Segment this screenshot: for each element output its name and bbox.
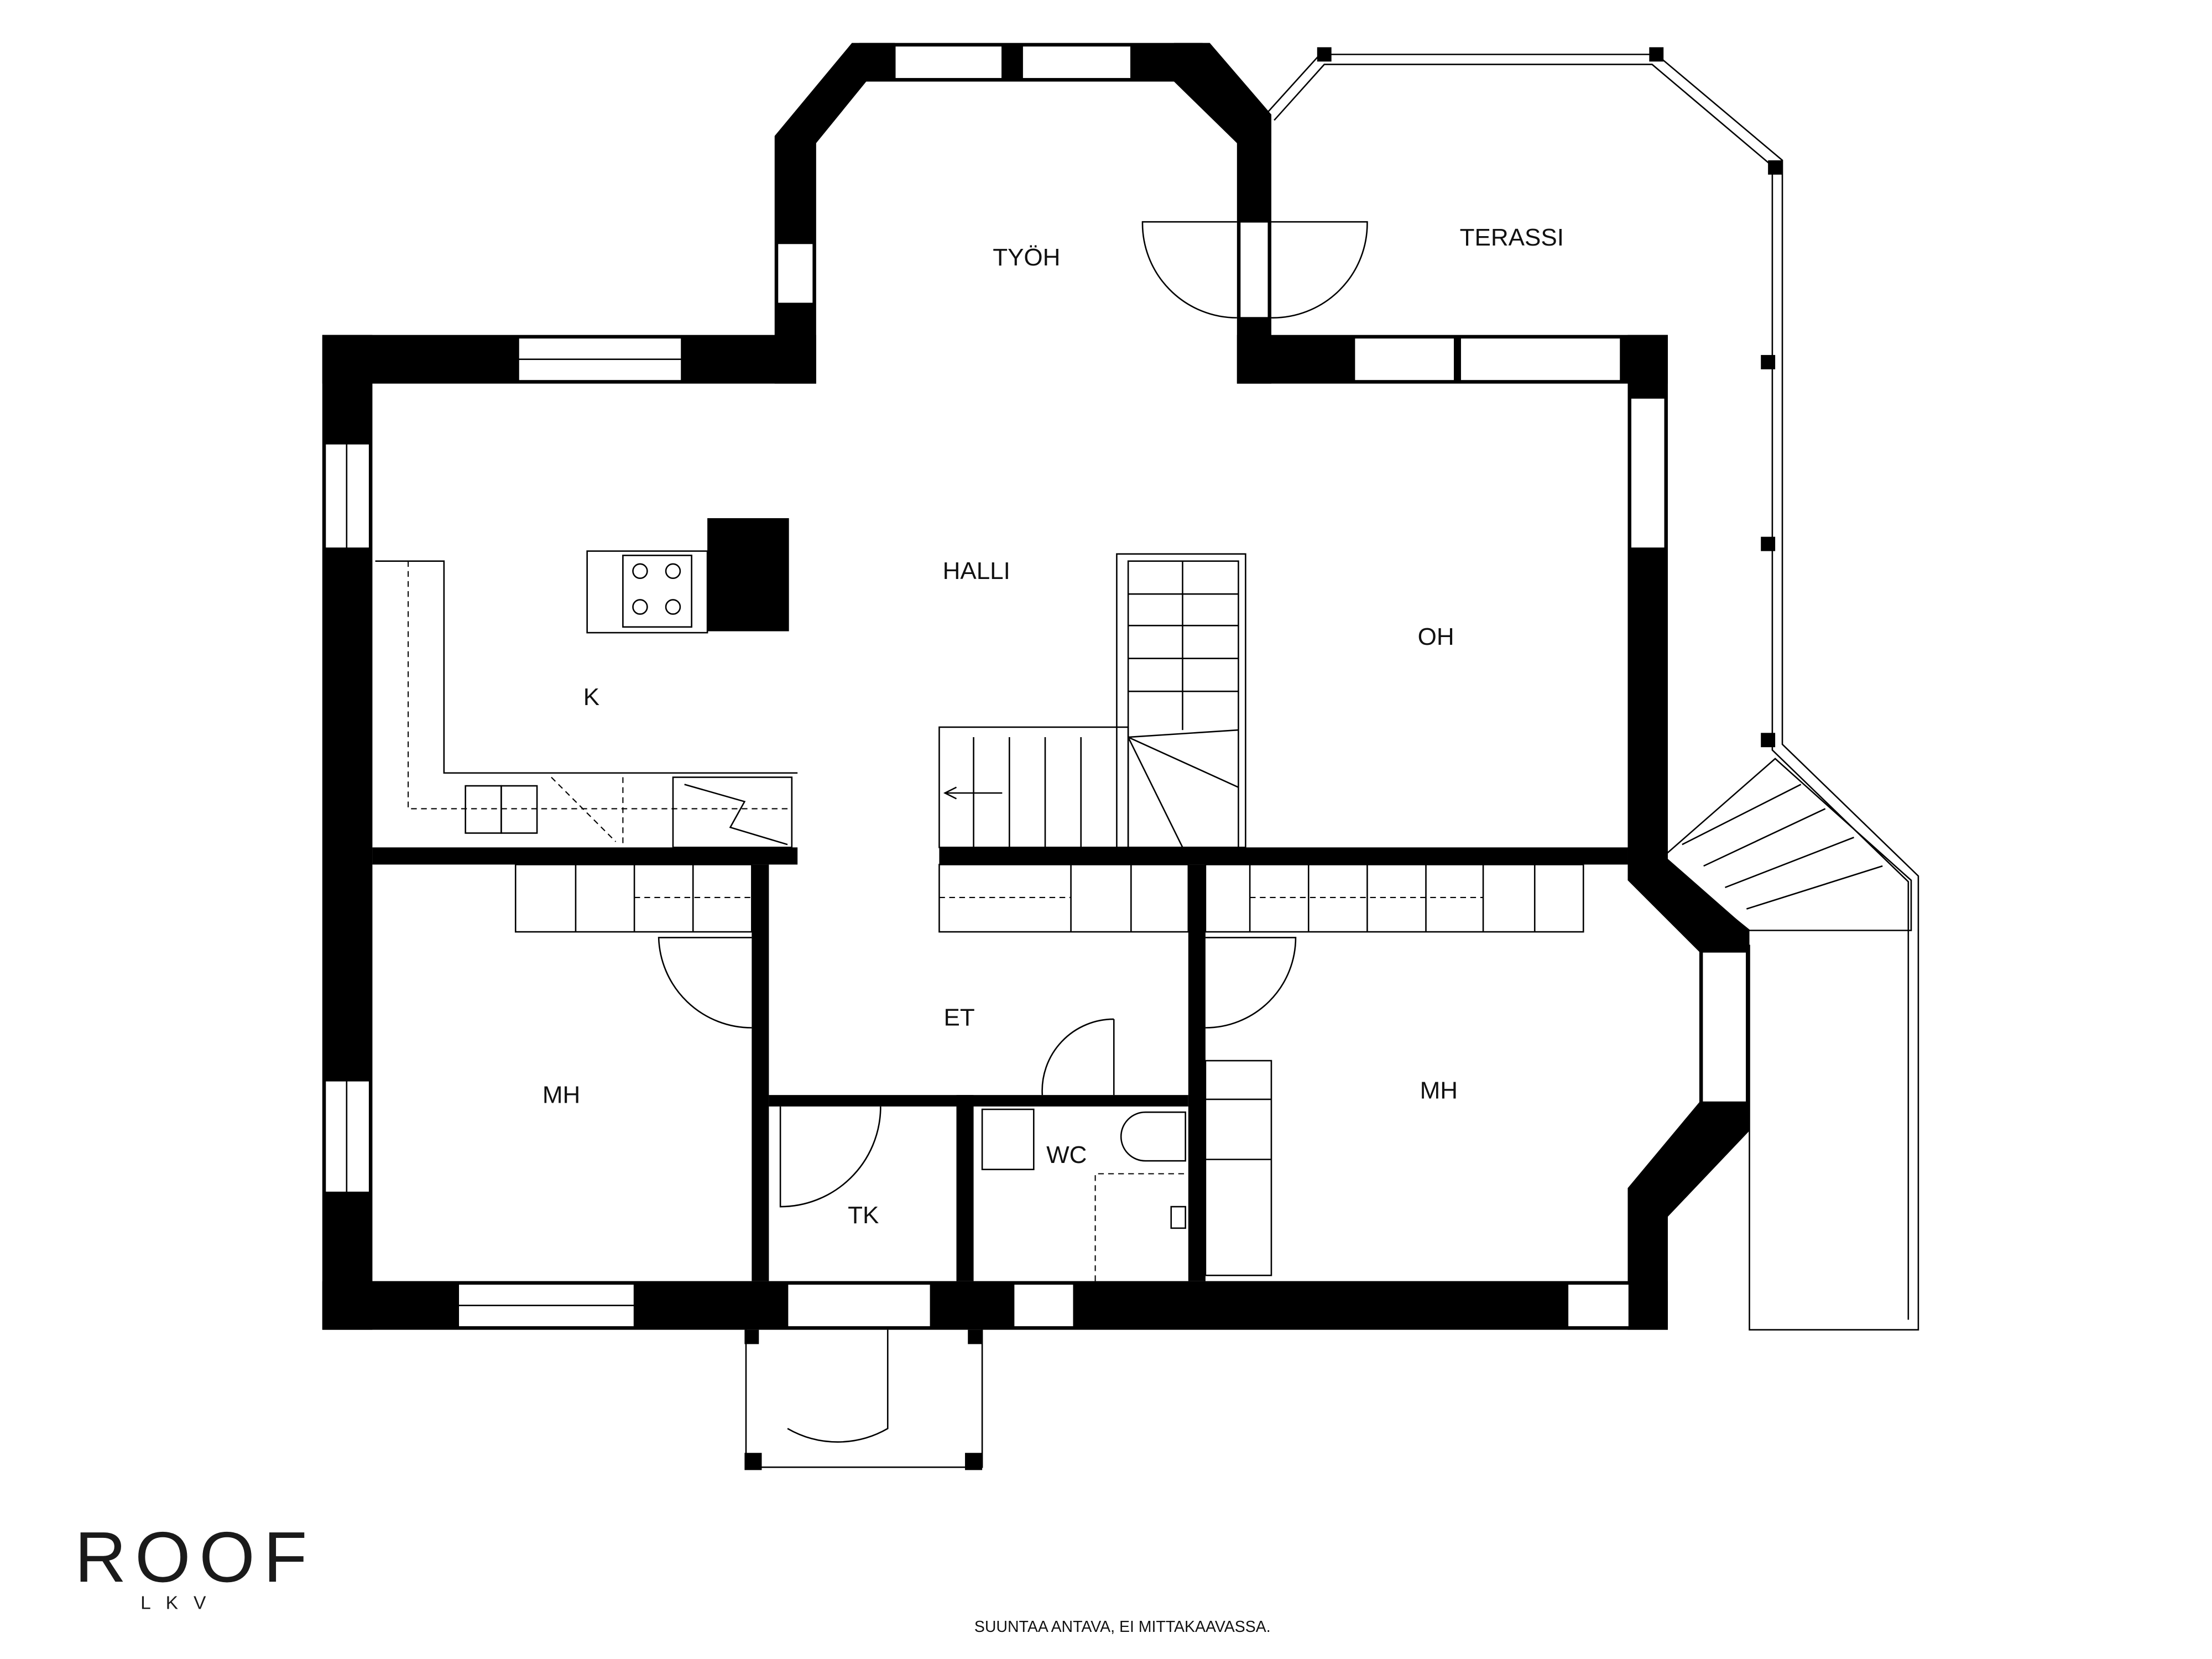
room-label-mh-left: MH	[542, 1081, 580, 1108]
room-label-terassi: TERASSI	[1460, 224, 1564, 251]
room-label-mh-right: MH	[1420, 1077, 1458, 1104]
wc-fixtures	[981, 1108, 1188, 1281]
stairs	[938, 553, 1912, 931]
terrace-outline	[1265, 47, 1919, 1331]
doors	[658, 221, 1368, 1443]
kitchen-fixtures	[375, 518, 798, 848]
room-label-halli: HALLI	[943, 557, 1010, 585]
interior-walls	[372, 847, 1628, 1281]
room-label-et: ET	[944, 1004, 975, 1031]
room-label-oh: OH	[1418, 623, 1454, 650]
disclaimer-text: SUUNTAA ANTAVA, EI MITTAKAAVASSA.	[974, 1618, 1271, 1636]
closets	[514, 864, 1584, 1276]
logo-subtitle: L K V	[140, 1593, 206, 1613]
room-label-tyoh: TYÖH	[993, 244, 1060, 271]
roof-lkv-logo: ROOF L K V	[75, 1517, 316, 1613]
room-label-tk: TK	[848, 1202, 879, 1229]
room-label-wc: WC	[1046, 1141, 1087, 1168]
logo-wordmark: ROOF	[75, 1517, 316, 1597]
room-label-k: K	[583, 684, 599, 711]
windows	[324, 45, 1747, 1328]
entrance-porch	[744, 1329, 983, 1470]
